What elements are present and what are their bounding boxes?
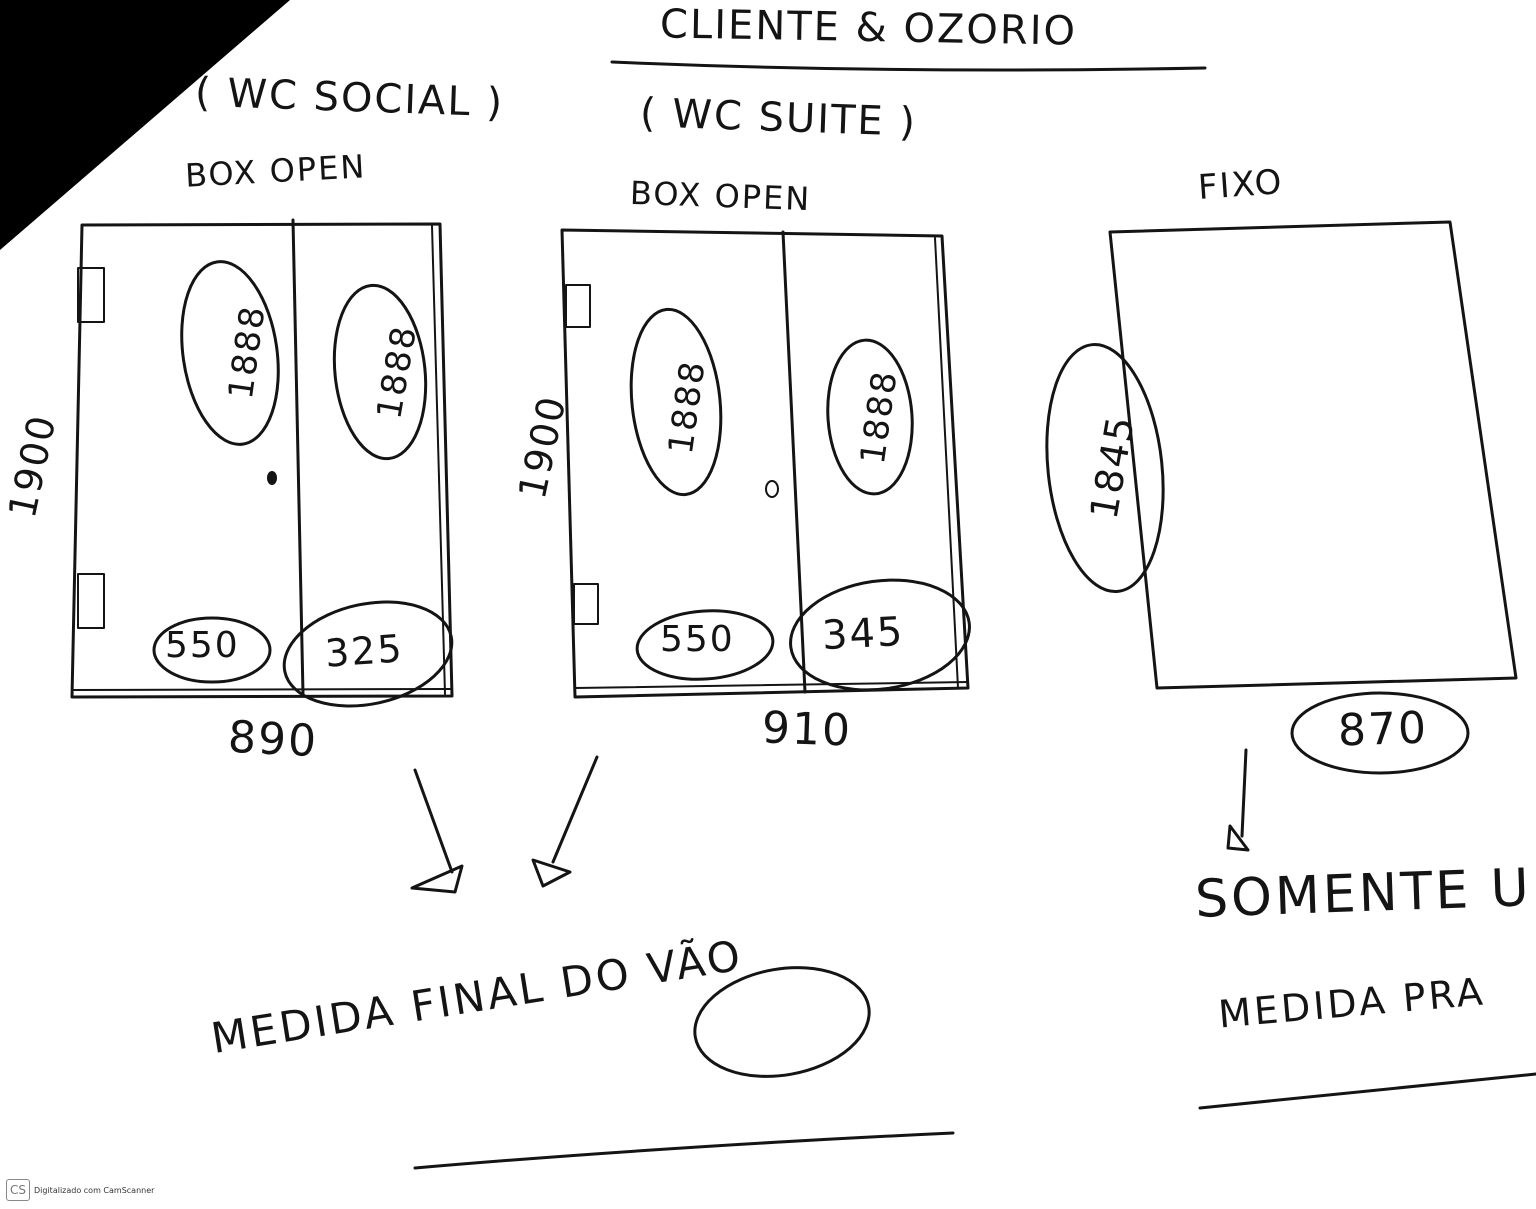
panel-1-bottom-track: [71, 688, 453, 691]
panel-3-frame: [1108, 220, 1518, 690]
panel-2-right-edge: [934, 237, 959, 689]
panel-1-left-leaf-width: 550: [165, 625, 240, 666]
panel-1-right-height-circle: [332, 283, 428, 461]
camscanner-watermark: CS Digitalizado com CamScanner: [6, 1178, 154, 1202]
panel-1-right-leaf-width: 325: [323, 626, 405, 676]
panel-wc-suite: [560, 228, 971, 699]
panel-1-right-width-circle: [282, 600, 454, 708]
camscanner-text: Digitalizado com CamScanner: [34, 1185, 155, 1195]
panel-2-total-width: 910: [761, 702, 853, 757]
panel-3-height-circle: [1045, 343, 1165, 593]
panel-1-divider: [291, 218, 305, 696]
camscanner-logo-icon: CS: [6, 1179, 30, 1201]
vao-circle: [693, 966, 871, 1078]
panel-2-divider: [781, 230, 807, 694]
arrow-3: [1226, 748, 1250, 852]
panel-1-type-label: BOX OPEN: [184, 147, 368, 195]
panel-2-location: ( WC SUITE ): [639, 90, 918, 146]
title-underline: [610, 60, 1207, 72]
scan-corner-shadow: [0, 0, 290, 250]
panel-2-left-height-circle: [629, 307, 723, 497]
panel-2-bottom-track: [574, 681, 969, 689]
panel-1-handle: [267, 471, 277, 485]
panel-1-location: ( WC SOCIAL ): [194, 69, 505, 127]
panel-2-hinge-bottom: [573, 583, 599, 625]
final-measure-underline: [413, 1131, 955, 1170]
panel-2-handle: [765, 480, 779, 498]
panel-1-frame: [70, 222, 454, 699]
page-title: CLIENTE & OZORIO: [659, 1, 1078, 55]
panel-1-right-edge: [431, 225, 446, 695]
panel-2-left-width-circle: [635, 609, 775, 681]
panel-1-total-width: 890: [226, 711, 320, 768]
panel-1-left-width-circle: [152, 616, 272, 684]
panel-2-hinge-top: [565, 284, 591, 328]
arrow-1: [410, 768, 464, 894]
panel-1-left-height-circle: [180, 260, 280, 446]
only-note: SOMENTE U: [1194, 858, 1533, 930]
panel-1-hinge-bottom: [77, 573, 105, 629]
panel-1-hinge-top: [77, 267, 105, 323]
measure-for-underline: [1198, 1072, 1536, 1110]
panel-2-type-label: BOX OPEN: [629, 173, 812, 219]
panel-3-width-circle: [1290, 691, 1470, 775]
panel-3-total-width: 870: [1337, 702, 1429, 757]
panel-2-right-width-circle: [789, 578, 971, 692]
panel-2-right-leaf-width: 345: [820, 608, 906, 660]
panel-fixo: [1045, 220, 1518, 775]
panel-2-frame: [560, 228, 970, 699]
panel-2-left-leaf-width: 550: [660, 619, 735, 660]
panel-2-right-height-circle: [826, 338, 914, 496]
panel-3-type-label: FIXO: [1196, 162, 1285, 208]
arrow-2: [531, 755, 599, 888]
panel-wc-social: [70, 218, 454, 708]
